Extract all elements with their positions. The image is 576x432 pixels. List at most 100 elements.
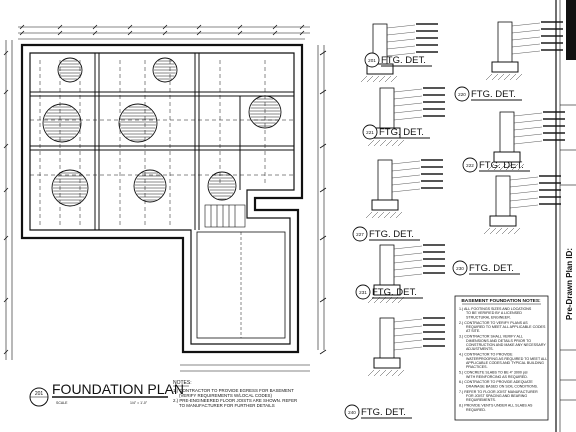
scale-label: SCALE <box>56 401 68 405</box>
detail-wall <box>379 87 395 129</box>
soil-hatch <box>511 163 519 171</box>
annotation-text-block <box>423 115 445 117</box>
detail-number: 222 <box>466 163 474 168</box>
leader-line <box>393 318 423 323</box>
annotation-text-block <box>539 175 561 177</box>
annotation-text-block <box>421 173 443 175</box>
soil-hatch <box>507 227 515 235</box>
plan-title-block: 201 FOUNDATION PLAN SCALE 1/4" = 1'-0" <box>29 381 184 407</box>
annotation-text-block <box>416 30 438 32</box>
leader-line <box>393 259 423 264</box>
detail-number-bubble <box>352 226 368 242</box>
dimension-ticks <box>3 24 327 355</box>
annotation-text-block <box>541 49 563 51</box>
basement-note-line: 5.) CONCRETE SLABS TO BE 4" 3000 psi <box>459 371 528 375</box>
detail-footing <box>371 199 399 211</box>
dimension-tick <box>3 50 9 56</box>
leader-line <box>511 29 541 34</box>
stair <box>204 204 246 228</box>
detail-number: 201 <box>368 58 376 63</box>
soil-hatch <box>499 163 507 171</box>
leader-line <box>511 22 541 27</box>
basement-notes-heading: BASEMENT FOUNDATION NOTES: <box>461 298 541 304</box>
annotation-text-block <box>421 166 443 168</box>
leader-line <box>393 339 423 344</box>
detail-footing <box>366 63 394 75</box>
detail-number-bubble <box>344 404 360 420</box>
basement-note-line: DIMENSIONS AND DETAILS PRIOR TO <box>466 339 531 343</box>
soil-hatch <box>384 75 392 83</box>
leader-line <box>393 325 423 330</box>
pier-footings <box>42 57 282 207</box>
leader-line <box>391 181 421 186</box>
basement-note-line: 2.) CONTRACTOR TO VERIFY PLANS AS <box>459 321 528 325</box>
plan-notes: NOTES: 1.) CONTRACTOR TO PROVIDE EGRESS … <box>173 380 297 408</box>
annotation-text-block <box>423 94 445 96</box>
soil-hatch <box>391 369 399 377</box>
basement-note-line: WITH REINFORCING AS REQUIRED. <box>466 375 528 379</box>
dimension-tick <box>162 24 168 30</box>
pier-hatching <box>44 60 280 204</box>
leader-line <box>386 31 416 36</box>
soil-hatch <box>389 211 397 219</box>
basement-note-line: CONSTRUCTION AND MAKE ANY NECESSARY <box>466 343 546 347</box>
annotation-text-block <box>539 203 561 205</box>
detail-number: 220 <box>458 92 466 97</box>
detail-footing <box>373 284 401 296</box>
soil-hatch <box>373 369 381 377</box>
basement-note-line: AT SITE. <box>466 329 480 333</box>
annotation-text-block <box>423 244 445 246</box>
leader-line <box>393 88 423 93</box>
foundation-walls <box>20 43 304 354</box>
soil-hatch <box>379 369 387 377</box>
leader-line <box>393 95 423 100</box>
basement-note-line: TO BE VERIFIED BY A LICENSED <box>466 311 522 315</box>
leader-line <box>391 174 421 179</box>
dimension-tick <box>319 89 327 95</box>
annotation-text-block <box>423 251 445 253</box>
annotation-text-block <box>423 331 445 333</box>
basement-note-line: REQUIRED TO MEET ALL APPLICABLE CODES <box>466 325 546 329</box>
leader-line <box>393 332 423 337</box>
leader-line <box>393 273 423 278</box>
basement-note-line: APPLICABLE CODES AND TYPICAL BUILDING <box>466 361 544 365</box>
detail-label: FTG. DET. <box>379 127 424 138</box>
annotation-text-block <box>423 324 445 326</box>
soil-hatch <box>517 163 525 171</box>
annotation-text-block <box>541 35 563 37</box>
leader-line <box>393 245 423 250</box>
title-block: Pre-Drawn Plan ID: <box>555 0 576 432</box>
soil-hatch <box>390 75 398 83</box>
leader-line <box>393 252 423 257</box>
annotation-text-block <box>421 159 443 161</box>
dimension-tick <box>57 24 63 30</box>
detail-footing <box>489 215 517 227</box>
dimension-tick <box>319 235 327 241</box>
leader-line <box>513 126 543 131</box>
soil-hatch <box>395 211 403 219</box>
leader-line <box>511 43 541 48</box>
plan-title: FOUNDATION PLAN <box>52 381 184 397</box>
soil-hatch <box>489 227 497 235</box>
annotation-text-block <box>543 118 565 120</box>
plan-number: 201 <box>35 391 44 397</box>
dimension-tick <box>162 30 168 36</box>
basement-note-line: STRUCTURAL ENGINEER. <box>466 315 511 319</box>
basement-note-line: WATERPROOFING AS REQUIRED TO MEET ALL <box>466 357 547 361</box>
detail-label: FTG. DET. <box>381 55 426 66</box>
detail-label: FTG. DET. <box>479 160 524 171</box>
detail-number: 221 <box>366 130 374 135</box>
annotation-text-block <box>543 132 565 134</box>
basement-note-line: DRAINAGE BASED ON SOIL CONDITIONS. <box>466 384 538 388</box>
detail-footing <box>493 151 521 163</box>
annotation-text-block <box>541 21 563 23</box>
dimension-tick <box>3 143 9 149</box>
annotation-text-block <box>543 125 565 127</box>
annotation-text-block <box>423 317 445 319</box>
leader-line <box>511 50 541 55</box>
leader-line <box>393 346 423 351</box>
